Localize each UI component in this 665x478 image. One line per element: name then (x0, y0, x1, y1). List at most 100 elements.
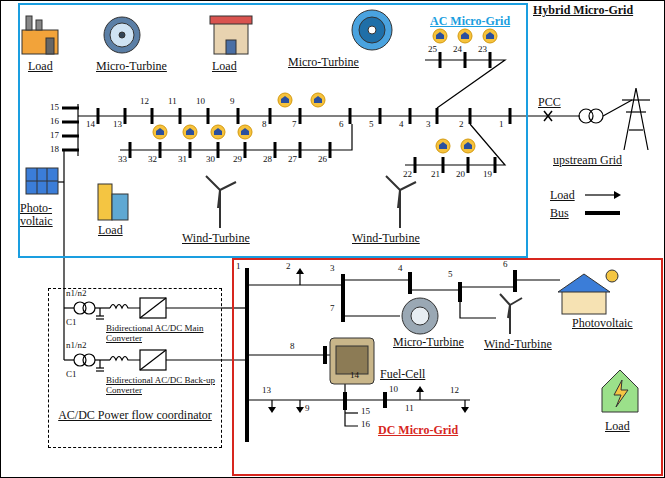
bus-number: 21 (431, 170, 440, 180)
bus-bar (151, 108, 154, 124)
bus-number: 13 (262, 386, 271, 396)
load-symbol (211, 125, 225, 139)
load-symbol (461, 32, 469, 39)
connector-line (222, 307, 232, 308)
bus-number: 5 (448, 270, 453, 280)
bus-bar (414, 157, 417, 173)
load-symbol (238, 125, 252, 139)
region-label: DC Micro-Grid (378, 424, 458, 437)
connector-wire (64, 258, 65, 288)
bus-bar (439, 52, 442, 68)
load-symbol (458, 29, 472, 43)
component-label: Micro-Turbine (96, 60, 167, 73)
bus-bar (274, 142, 277, 158)
bus-number: 11 (168, 97, 177, 107)
load-symbol (439, 142, 447, 149)
component-label: Load (98, 224, 123, 237)
load-symbol (483, 29, 497, 43)
component-label: Photo-voltaic (20, 202, 60, 228)
bus-bar (124, 108, 127, 124)
component-label: Load (212, 60, 237, 73)
component-label: Wind-Turbine (182, 232, 250, 245)
load-symbol (436, 139, 450, 153)
bus-number: 15 (361, 407, 370, 417)
bus-bar (237, 108, 240, 124)
load-symbol (486, 32, 494, 39)
load-symbol (183, 125, 197, 139)
bus-number: 33 (118, 155, 127, 165)
component-label: Photovoltaic (572, 317, 633, 330)
bus-number: 9 (230, 97, 235, 107)
bus-number: 12 (140, 97, 149, 107)
bus-number: 3 (330, 264, 335, 274)
component-label: Load (605, 420, 630, 433)
component-label: PCC (538, 96, 561, 109)
bus-number: 32 (148, 155, 157, 165)
bus-number: C1 (66, 370, 77, 380)
bus-bar (244, 142, 247, 158)
bus-number: 6 (339, 120, 344, 130)
bus-number: 4 (398, 264, 403, 274)
load-symbol (156, 128, 164, 135)
bus-bar (494, 157, 497, 173)
load-symbol (214, 128, 222, 135)
bus-number: 31 (178, 155, 187, 165)
load-symbol (186, 128, 194, 135)
bus-number: 2 (459, 120, 464, 130)
bus-number: 13 (113, 120, 122, 130)
bus-number: 9 (305, 404, 310, 414)
bus-number: 2 (286, 262, 291, 272)
bus-number: 12 (450, 386, 459, 396)
bus-number: 24 (453, 45, 462, 55)
bus-bar (409, 108, 412, 124)
load-symbol (241, 128, 249, 135)
load-symbol (314, 96, 322, 103)
bus-bar (62, 135, 79, 138)
bus-bar (489, 52, 492, 68)
bus-bar (509, 108, 512, 124)
bus-number: 11 (405, 404, 414, 414)
bus-number: 8 (262, 120, 267, 130)
bus-number: 4 (399, 120, 404, 130)
bus-number: 16 (361, 420, 370, 430)
bus-number: 7 (292, 120, 297, 130)
bus-number: 23 (478, 45, 487, 55)
bus-number: 18 (50, 145, 59, 155)
bus-number: 8 (290, 342, 295, 352)
component-label: Fuel-Cell (380, 368, 425, 381)
bus-bar (189, 142, 192, 158)
bus-bar (442, 157, 445, 173)
bus-number: 1 (236, 262, 241, 272)
component-label: Micro-Turbine (288, 56, 359, 69)
component-label: Bidirectional AC/DC Back-up Converter (106, 376, 216, 396)
bus-number: 27 (288, 155, 297, 165)
bus-number: 30 (206, 155, 215, 165)
bus-bar (62, 107, 79, 110)
load-symbol (281, 96, 289, 103)
component-label: Wind-Turbine (484, 338, 552, 351)
coordinator-box: AC/DC Power flow coordinator (48, 288, 222, 448)
bus-number: 14 (350, 371, 359, 381)
load-symbol (311, 93, 325, 107)
bus-number: 1 (499, 120, 504, 130)
bus-number: 25 (428, 45, 437, 55)
bus-bar (269, 108, 272, 124)
component-label: upstream Grid (553, 154, 622, 167)
bus-bar (179, 108, 182, 124)
bus-bar (329, 142, 332, 158)
bus-number: 7 (330, 304, 335, 314)
bus-bar (464, 52, 467, 68)
bus-number: 16 (50, 117, 59, 127)
load-symbol (436, 32, 444, 39)
component-label: Wind-Turbine (352, 232, 420, 245)
legend-text: Bus (550, 207, 569, 220)
region-label: AC/DC Power flow coordinator (49, 409, 221, 422)
bus-number: 19 (483, 170, 492, 180)
bus-bar (436, 108, 439, 124)
bus-number: 26 (318, 155, 327, 165)
load-symbol (153, 125, 167, 139)
bus-number: C1 (66, 318, 77, 328)
bus-number: 20 (456, 170, 465, 180)
bus-number: 28 (263, 155, 272, 165)
bus-number: 17 (50, 131, 59, 141)
